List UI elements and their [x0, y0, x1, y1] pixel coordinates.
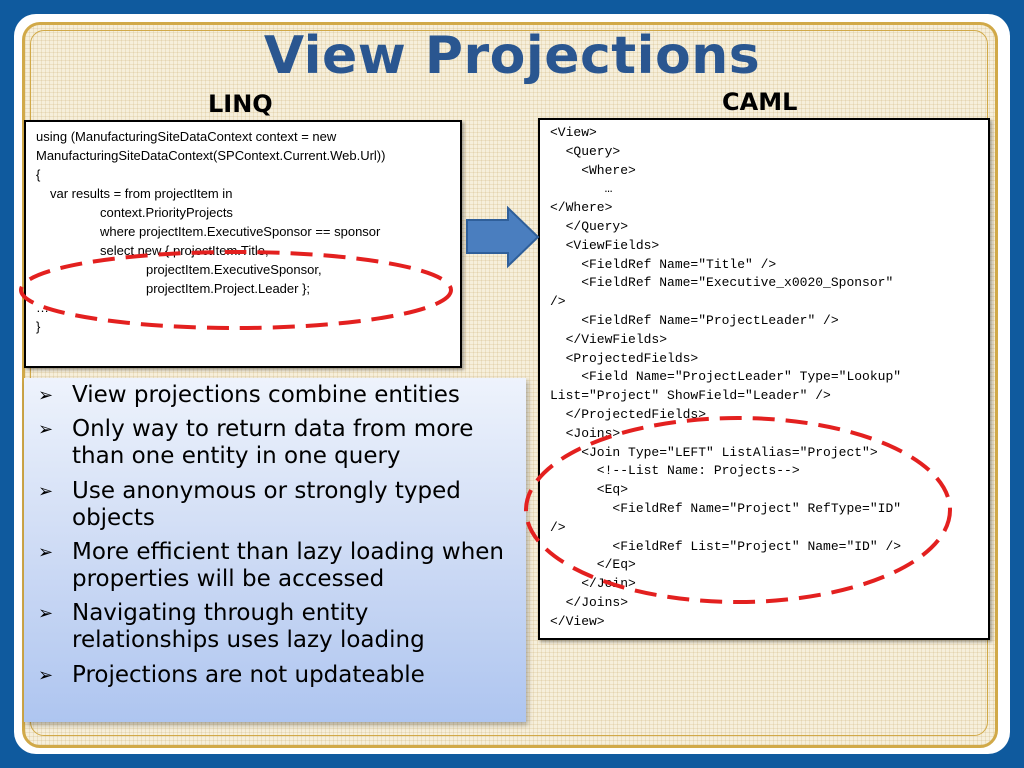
- caml-code-line: </View>: [550, 613, 605, 629]
- caml-code-line: …: [550, 181, 613, 197]
- bullet-text: Only way to return data from more than o…: [72, 416, 474, 469]
- linq-code-line: where projectItem.ExecutiveSponsor == sp…: [100, 224, 381, 239]
- arrow-bullet-icon: ➢: [38, 385, 54, 406]
- arrow-bullet-icon: ➢: [38, 419, 54, 440]
- arrow-bullet-icon: ➢: [38, 665, 54, 686]
- bullet-item: ➢ Projections are not updateable: [38, 662, 518, 689]
- caml-code-line: <FieldRef List="Project" Name="ID" />: [550, 538, 902, 554]
- caml-code-line: </ViewFields>: [550, 331, 668, 347]
- caml-code-line: />: [550, 519, 566, 535]
- linq-code-line: {: [36, 167, 41, 182]
- caml-code-line: <Joins>: [550, 425, 621, 441]
- caml-code-line: </ProjectedFields>: [550, 407, 707, 422]
- bullet-text: Navigating through entity relationships …: [72, 600, 425, 653]
- linq-code-line: var results = from projectItem in: [50, 186, 233, 201]
- linq-code-line: context.PriorityProjects: [100, 205, 233, 220]
- slide-title: View Projections: [263, 26, 761, 86]
- bullet-item: ➢ Only way to return data from more than…: [38, 416, 518, 470]
- caml-code-line: <FieldRef Name="Executive_x0020_Sponsor": [550, 275, 894, 291]
- linq-code-line: projectItem.Project.Leader };: [146, 281, 311, 296]
- caml-code-line: <ProjectedFields>: [550, 350, 699, 366]
- bullet-text: Projections are not updateable: [72, 662, 425, 688]
- caml-code-line: <Join Type="LEFT" ListAlias="Project">: [550, 444, 878, 460]
- linq-code-line: …: [36, 300, 49, 315]
- caml-code-line: List="Project" ShowField="Leader" />: [550, 388, 831, 404]
- caml-code-line: <Where>: [550, 162, 636, 178]
- bullet-text: View projections combine entities: [72, 382, 460, 408]
- linq-code-line: }: [36, 319, 41, 334]
- linq-code-line: projectItem.ExecutiveSponsor,: [146, 262, 322, 277]
- arrow-bullet-icon: ➢: [38, 481, 54, 502]
- bullet-text: More efficient than lazy loading when pr…: [72, 539, 505, 592]
- caml-code-line: <FieldRef Name="Project" RefType="ID": [550, 501, 902, 516]
- caml-code-line: <Query>: [550, 143, 621, 159]
- caml-code-line: <Eq>: [550, 482, 629, 498]
- caml-code-line: <ViewFields>: [550, 237, 660, 253]
- linq-code-line: ManufacturingSiteDataContext(SPContext.C…: [36, 148, 386, 163]
- caml-code-line: <Field Name="ProjectLeader" Type="Lookup…: [550, 369, 902, 385]
- caml-code-line: </Join>: [550, 576, 636, 592]
- bullet-item: ➢ More efficient than lazy loading when …: [38, 539, 518, 593]
- linq-label: LINQ: [208, 90, 273, 118]
- caml-code-line: </Query>: [550, 219, 629, 234]
- bullet-item: ➢ Use anonymous or strongly typed object…: [38, 478, 518, 532]
- caml-code-line: </Eq>: [550, 557, 636, 573]
- caml-label: CAML: [722, 88, 798, 116]
- linq-code-line: select new { projectItem.Title,: [100, 243, 269, 258]
- arrow-bullet-icon: ➢: [38, 542, 54, 563]
- bullet-item: ➢ Navigating through entity relationship…: [38, 600, 518, 654]
- linq-code-line: using (ManufacturingSiteDataContext cont…: [36, 129, 337, 144]
- arrow-bullet-icon: ➢: [38, 603, 54, 624]
- caml-code-box: <View> <Query> <Where> … </Where> </Quer…: [538, 118, 990, 640]
- caml-code-line: </Where>: [550, 200, 613, 216]
- bullet-text: Use anonymous or strongly typed objects: [72, 478, 461, 531]
- caml-code-line: <View>: [550, 125, 597, 140]
- bullet-item: ➢ View projections combine entities: [38, 382, 518, 409]
- caml-code-line: <!--List Name: Projects-->: [550, 463, 800, 479]
- caml-code-line: />: [550, 294, 566, 310]
- linq-code-box: using (ManufacturingSiteDataContext cont…: [24, 120, 462, 368]
- caml-code-line: </Joins>: [550, 595, 629, 610]
- caml-code-line: <FieldRef Name="ProjectLeader" />: [550, 313, 839, 328]
- caml-code-line: <FieldRef Name="Title" />: [550, 256, 777, 272]
- bullet-list-panel: ➢ View projections combine entities ➢ On…: [24, 378, 526, 722]
